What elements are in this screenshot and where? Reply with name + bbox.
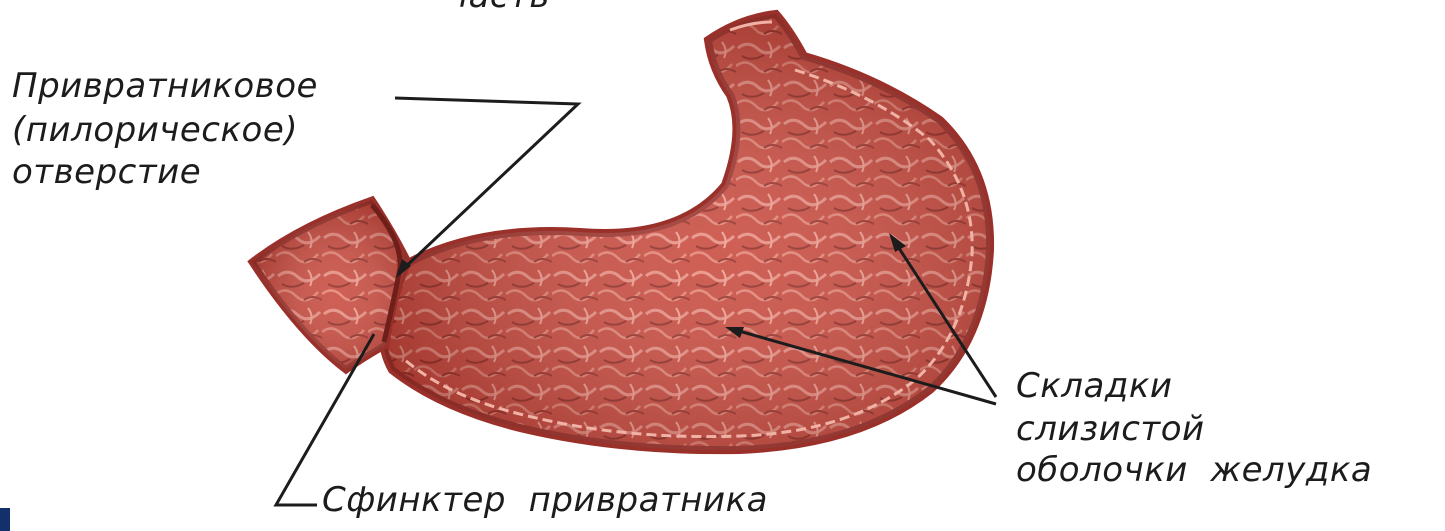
corner-block: [0, 508, 10, 531]
stomach-body: [382, 14, 990, 450]
label-pylorus-line-1: Привратниковое: [12, 66, 318, 106]
label-folds-line-3: оболочки желудка: [1016, 450, 1372, 490]
label-folds-line-1: Складки: [1016, 366, 1172, 406]
label-sphincter: Сфинктер привратника: [322, 480, 768, 520]
label-top-cut: часть: [448, 0, 550, 16]
label-pylorus-line-3: отверстие: [12, 152, 201, 192]
label-folds-line-2: слизистой: [1016, 409, 1205, 449]
label-pylorus-line-2: (пилорическое): [12, 110, 298, 150]
pylorus-tube: [252, 200, 408, 370]
